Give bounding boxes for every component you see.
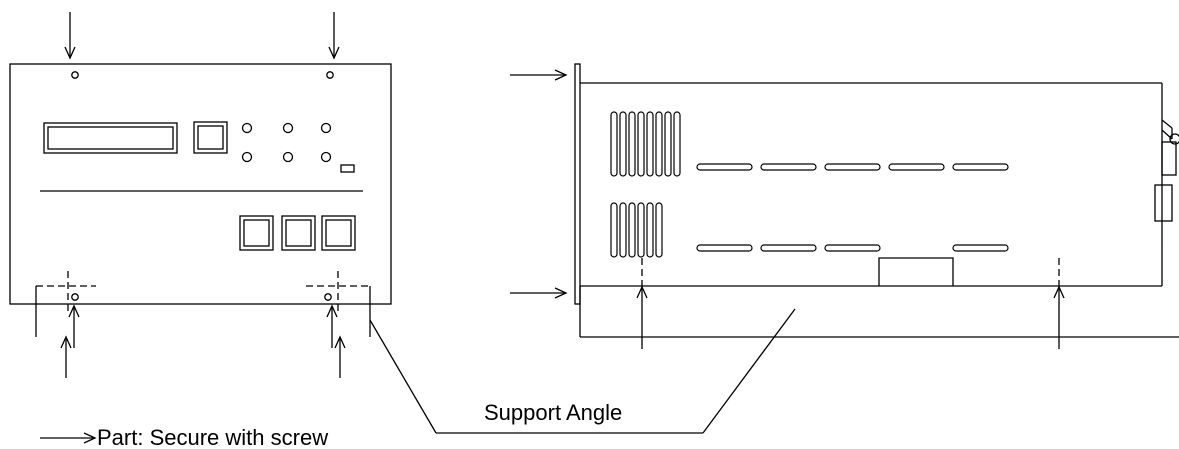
horizontal-slots-upper xyxy=(696,163,1009,171)
square-button xyxy=(193,121,228,154)
button-row xyxy=(239,215,356,251)
side-bottom-arrows xyxy=(636,285,1065,349)
chassis-foot xyxy=(878,257,954,286)
front-support-angle xyxy=(35,286,371,337)
side-screw-arrows xyxy=(510,69,568,299)
front-screw-arrows xyxy=(60,12,346,378)
indicator-lamps xyxy=(241,122,332,163)
bottom-right-screw-hole xyxy=(324,293,332,301)
center-marks xyxy=(36,271,372,312)
side-support-angle xyxy=(579,286,1179,338)
rear-knob xyxy=(1169,133,1179,145)
lcd-display xyxy=(43,122,178,154)
front-view xyxy=(9,12,392,378)
rear-connectors xyxy=(1154,119,1177,250)
top-left-screw-hole xyxy=(71,71,79,79)
side-view xyxy=(510,63,1179,349)
legend-label: Part: Secure with screw xyxy=(97,425,328,449)
horizontal-slots-lower xyxy=(696,244,1009,252)
front-panel xyxy=(9,63,392,305)
support-angle-leader xyxy=(369,308,796,434)
vent-slots-upper xyxy=(610,111,681,177)
side-center-marks xyxy=(641,258,1060,286)
bottom-left-screw-hole xyxy=(71,293,79,301)
vent-slots-lower xyxy=(610,202,663,258)
top-right-screw-hole xyxy=(326,71,334,79)
front-flange xyxy=(574,63,581,305)
small-switch xyxy=(340,164,355,173)
legend-arrow xyxy=(40,432,97,444)
support-angle-label: Support Angle xyxy=(484,400,622,425)
chassis xyxy=(580,82,1163,287)
